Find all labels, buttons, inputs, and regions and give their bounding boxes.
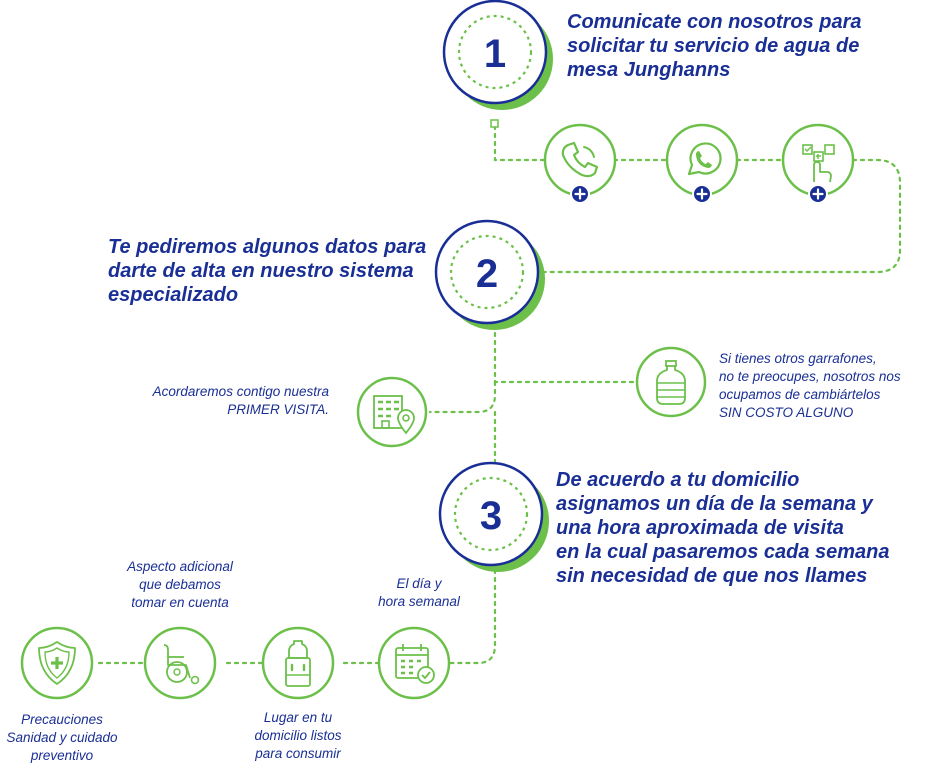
step-circle-1: 1 [442,0,553,110]
step-number-2: 2 [476,252,498,296]
step-circle-3: 3 [438,461,549,572]
building-location-icon [356,376,428,448]
step-circle-2: 2 [434,219,545,330]
step-3-text: De acuerdo a tu domicilio asignamos un d… [556,468,890,588]
bottles-note-line: SIN COSTO ALGUNO [719,405,854,420]
visit-note: Acordaremos contigo nuestra PRIMER VISIT… [100,383,329,419]
location-note-line: para consumir [255,746,341,761]
step-3-line: sin necesidad de que nos llames [556,565,868,587]
bottles-note-line: ocupamos de cambiártelos [719,387,881,402]
day-hour-note: El día y hora semanal [354,575,484,611]
step-2-line: especializado [108,284,239,306]
water-bottle-icon [635,346,707,418]
shield-health-icon [20,626,94,700]
bottles-note: Si tienes otros garrafones, no te preocu… [719,350,901,422]
step-2-line: Te pediremos algunos datos para [108,236,427,258]
online-form-icon[interactable] [781,123,855,205]
wheelchair-icon [143,626,217,700]
step-2-text: Te pediremos algunos datos para darte de… [108,235,426,307]
whatsapp-icon[interactable] [665,123,739,205]
precautions-note: Precauciones Sanidad y cuidado preventiv… [0,711,124,765]
bottles-note-line: Si tienes otros garrafones, [719,351,877,366]
precautions-note-line: Precauciones [21,712,103,727]
accessibility-note-line: tomar en cuenta [131,595,229,610]
step-3-line: una hora aproximada de visita [556,517,844,539]
step-3-line: De acuerdo a tu domicilio [556,469,800,491]
connector-start-square [490,119,499,128]
step-number-1: 1 [484,32,506,76]
step-number-3: 3 [480,494,502,538]
precautions-note-line: Sanidad y cuidado [6,730,118,745]
water-dispenser-icon [261,626,335,700]
accessibility-note: Aspecto adicional que debamos tomar en c… [100,558,260,612]
location-note-line: Lugar en tu [263,710,333,725]
location-note: Lugar en tu domicilio listos para consum… [228,709,368,763]
visit-note-line: PRIMER VISITA. [227,402,329,417]
location-note-line: domicilio listos [254,728,342,743]
day-hour-note-line: hora semanal [378,594,460,609]
accessibility-note-line: Aspecto adicional [127,559,233,574]
precautions-note-line: preventivo [30,748,94,763]
step-2-line: darte de alta en nuestro sistema [108,260,414,282]
step-1-line: mesa Junghanns [567,59,731,81]
step-1-line: Comunicate con nosotros para [567,11,862,33]
phone-icon[interactable] [543,123,617,205]
step-1-text: Comunicate con nosotros para solicitar t… [567,10,862,82]
bottles-note-line: no te preocupes, nosotros nos [719,369,901,384]
step-3-line: asignamos un día de la semana y [556,493,873,515]
day-hour-note-line: El día y [396,576,442,591]
connector-lines [93,124,902,665]
visit-note-line: Acordaremos contigo nuestra [152,384,329,399]
accessibility-note-line: que debamos [139,577,221,592]
calendar-icon [377,626,451,700]
step-3-line: en la cual pasaremos cada semana [556,541,890,563]
step-1-line: solicitar tu servicio de agua de [567,35,860,57]
